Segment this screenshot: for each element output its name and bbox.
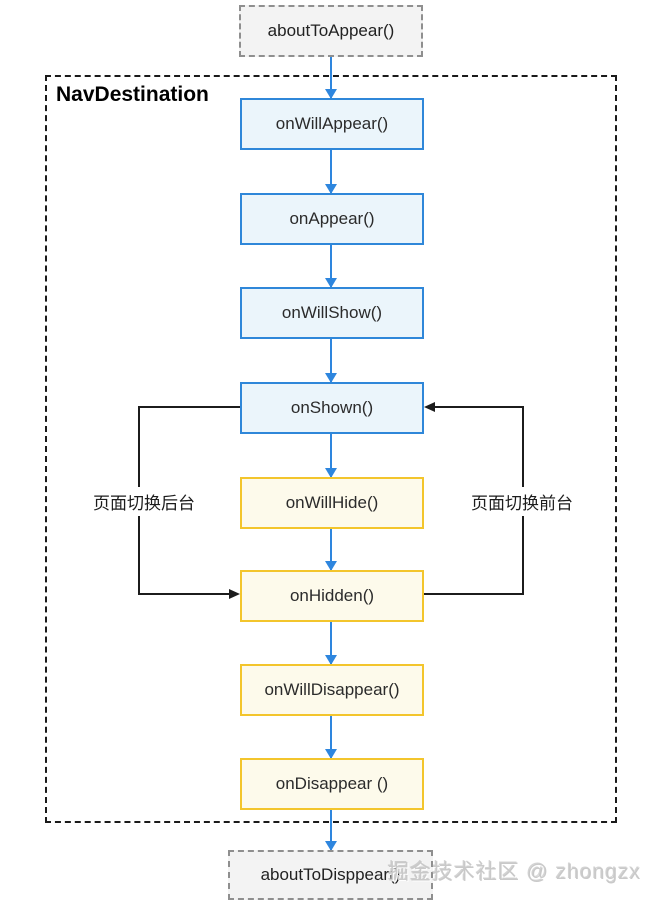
node-onhidden: onHidden() [240, 570, 424, 622]
loop-label-to-foreground: 页面切换前台 [456, 487, 588, 516]
node-onwillappear: onWillAppear() [240, 98, 424, 150]
loop-right-line [433, 406, 524, 408]
navdestination-title: NavDestination [56, 83, 209, 106]
node-about-to-appear: aboutToAppear() [239, 5, 423, 57]
node-ondisappear: onDisappear () [240, 758, 424, 810]
arrowhead-right-icon [229, 589, 240, 599]
flow-arrow-down-icon [325, 810, 337, 851]
loop-right-line [424, 593, 524, 595]
flow-arrow-down-icon [325, 57, 337, 99]
node-onwillhide: onWillHide() [240, 477, 424, 529]
flow-arrow-down-icon [325, 150, 337, 194]
node-onappear: onAppear() [240, 193, 424, 245]
arrowhead-left-icon [424, 402, 435, 412]
node-about-to-disppear: aboutToDisppear() [228, 850, 433, 900]
flow-arrow-down-icon [325, 339, 337, 383]
node-onwillshow: onWillShow() [240, 287, 424, 339]
loop-left-line [138, 406, 240, 408]
watermark: 掘金技术社区 @ zhongzx [388, 861, 642, 884]
flow-arrow-down-icon [325, 434, 337, 478]
flow-arrow-down-icon [325, 622, 337, 665]
flow-arrow-down-icon [325, 716, 337, 759]
node-onwilldisappear: onWillDisappear() [240, 664, 424, 716]
loop-left-line [138, 593, 231, 595]
node-onshown: onShown() [240, 382, 424, 434]
flow-arrow-down-icon [325, 245, 337, 288]
loop-label-to-background: 页面切换后台 [78, 487, 210, 516]
flow-arrow-down-icon [325, 529, 337, 571]
